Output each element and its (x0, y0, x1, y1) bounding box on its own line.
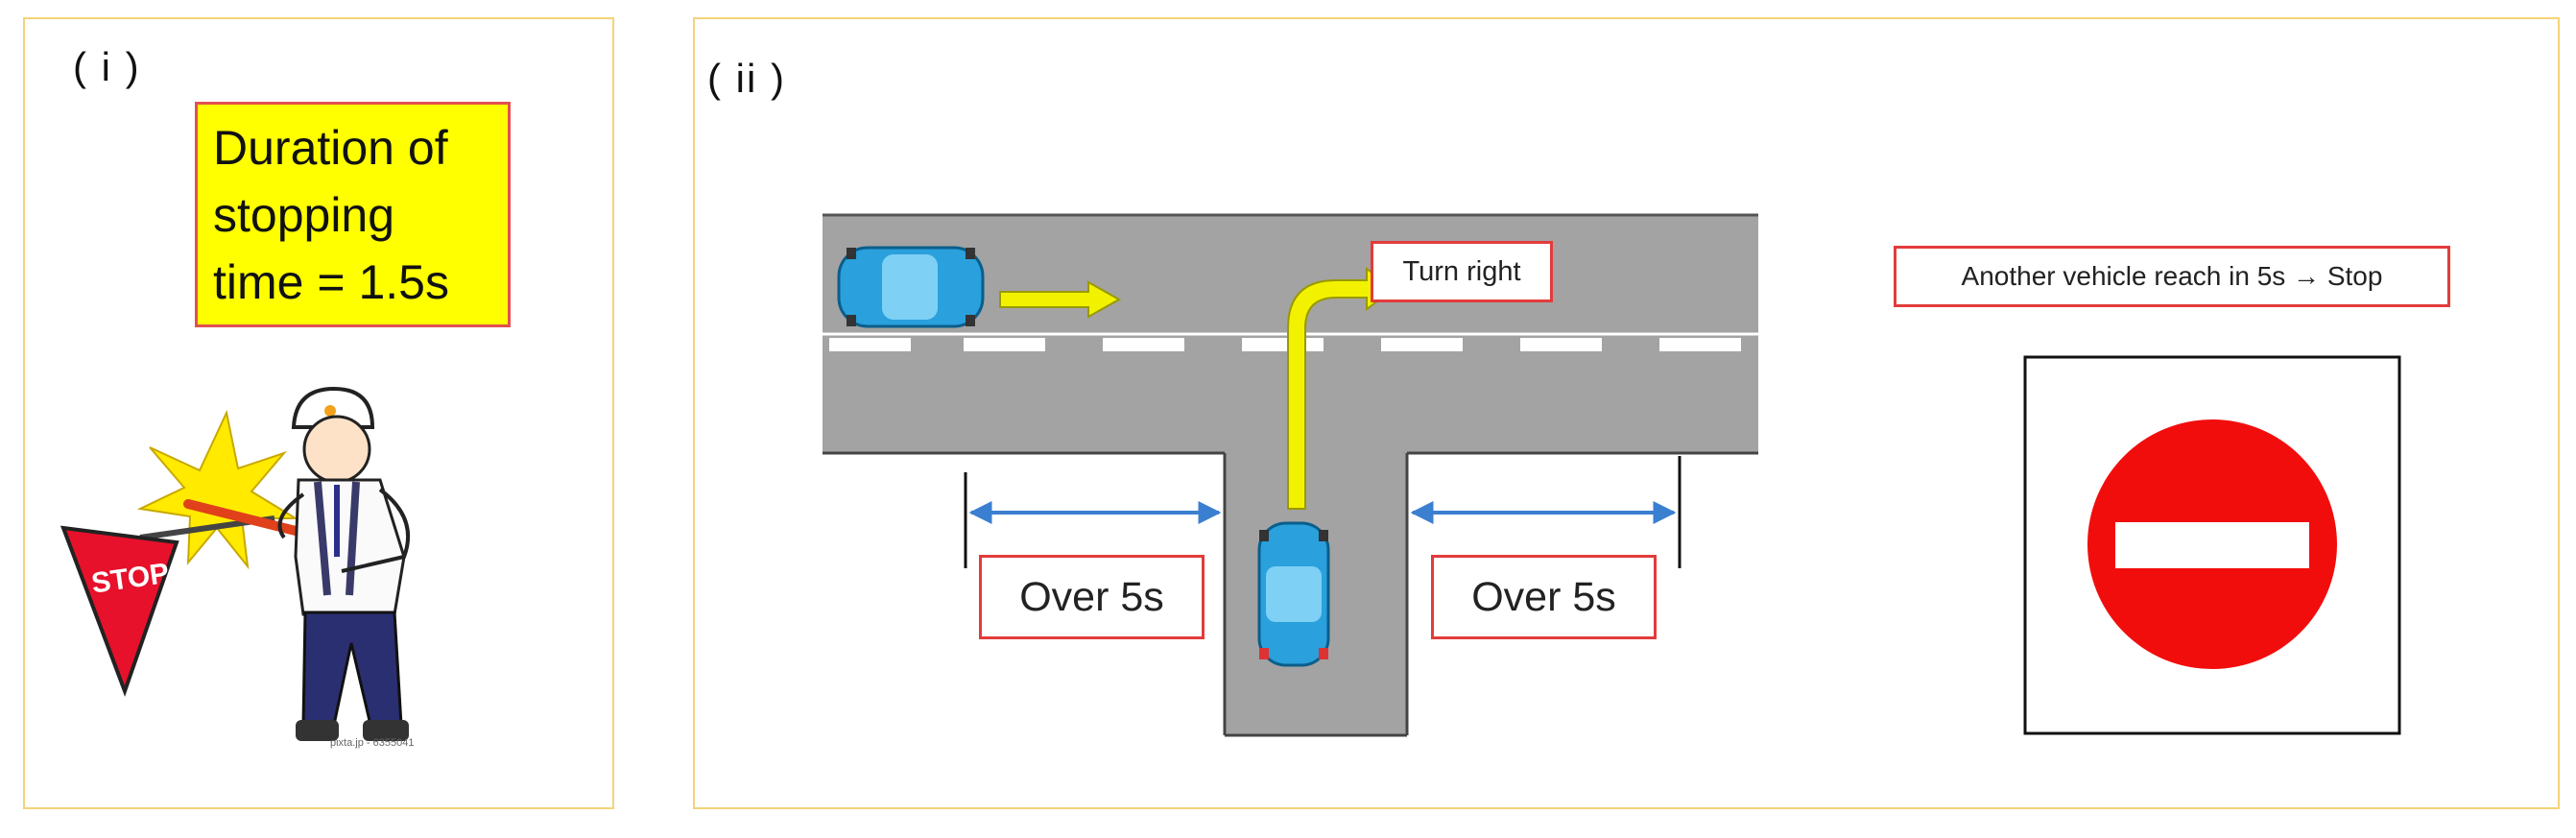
gap-right-label: Over 5s (1431, 555, 1657, 639)
panel-i: ( i ) Duration of stopping time = 1.5s S… (23, 17, 614, 809)
straight-arrow-icon (999, 280, 1122, 319)
turn-right-label: Turn right (1371, 241, 1553, 302)
rule-label: Another vehicle reach in 5s → Stop (1894, 246, 2450, 307)
stopping-time-box: Duration of stopping time = 1.5s (195, 102, 511, 327)
lane-dashes (829, 338, 1741, 351)
panel-ii: ( ii ) (693, 17, 2560, 809)
stopping-time-line-2: stopping (213, 188, 395, 242)
panel-ii-label: ( ii ) (707, 56, 786, 101)
stop-flag-icon (60, 525, 179, 697)
car-icon (1257, 521, 1330, 667)
stopping-time-line-3: time = 1.5s (213, 255, 449, 309)
panel-i-label: ( i ) (73, 44, 141, 89)
gap-left-label: Over 5s (979, 555, 1205, 639)
stopping-time-line-1: Duration of (213, 121, 448, 175)
intersection-diagram (823, 213, 2401, 737)
flagman-illustration: STOP (60, 386, 411, 741)
car-icon (837, 246, 985, 328)
image-credit: pixta.jp - 6355041 (330, 737, 415, 749)
